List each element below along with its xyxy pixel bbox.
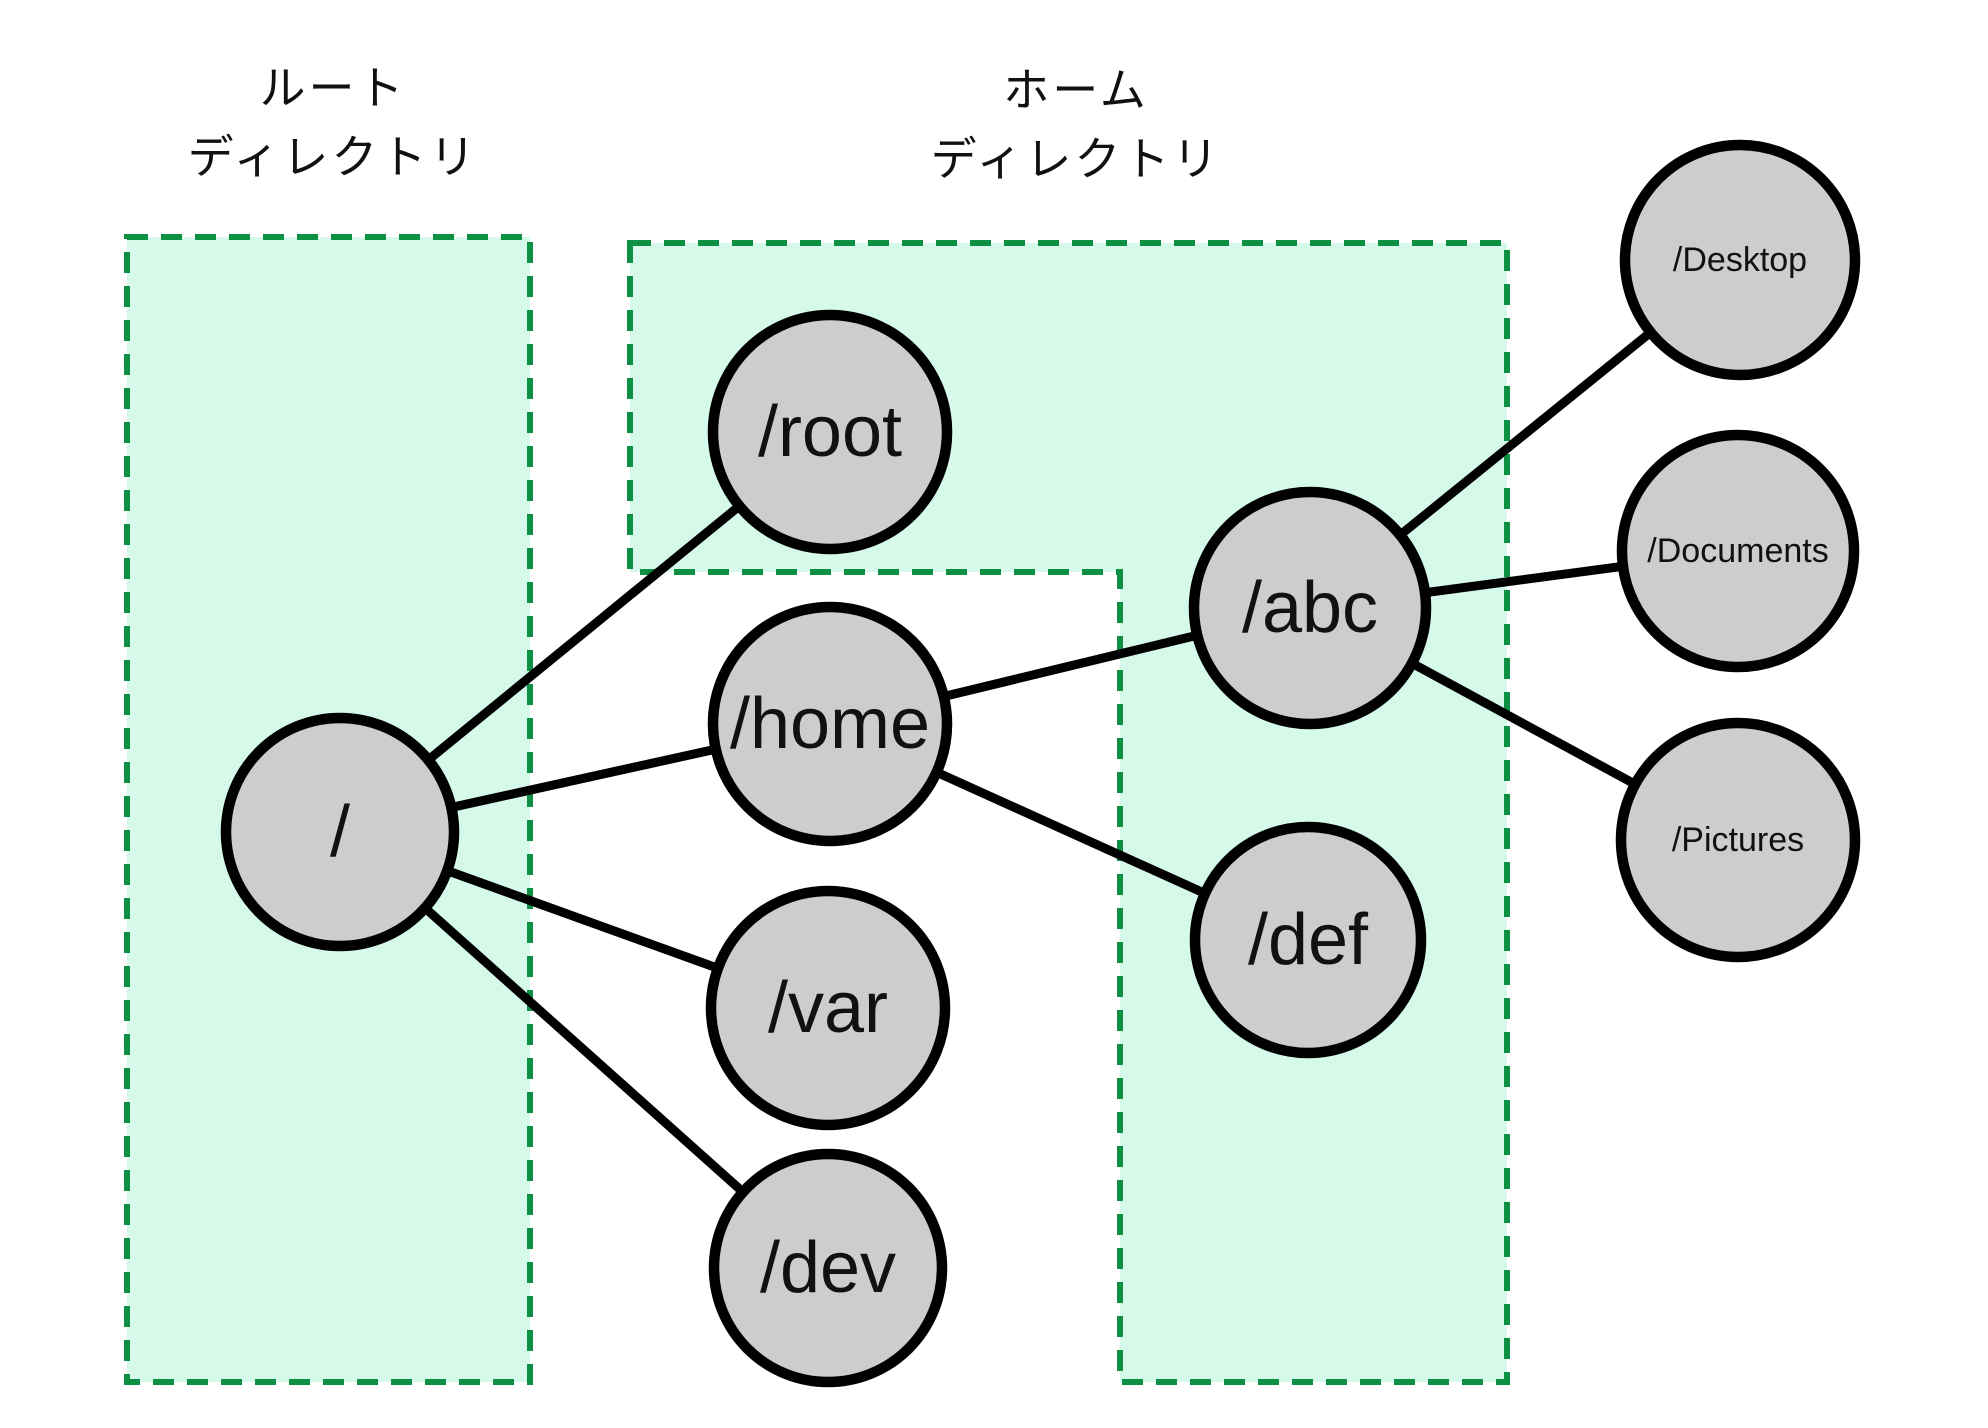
node-circle-documents: [1616, 429, 1860, 673]
node-abc: /abc: [1188, 486, 1432, 730]
node-label-root-home: /root: [758, 392, 902, 472]
node-dev: /dev: [708, 1148, 948, 1388]
node-label-root: /: [330, 792, 350, 872]
node-circle-var: [705, 885, 951, 1131]
node-root-home: /root: [707, 309, 953, 555]
node-def: /def: [1189, 821, 1427, 1059]
node-circle-root-home: [707, 309, 953, 555]
node-circle-home: [707, 601, 953, 847]
node-circle-pictures: [1615, 717, 1861, 963]
node-label-documents: /Documents: [1647, 532, 1828, 570]
node-label-dev: /dev: [760, 1228, 896, 1308]
node-root: /: [220, 712, 460, 952]
node-label-home: /home: [730, 684, 930, 764]
node-desktop: /Desktop: [1619, 139, 1861, 381]
node-circle-abc: [1188, 486, 1432, 730]
node-home: /home: [707, 601, 953, 847]
node-var: /var: [705, 885, 951, 1131]
node-label-desktop: /Desktop: [1673, 241, 1807, 279]
node-label-def: /def: [1248, 900, 1369, 980]
node-documents: /Documents: [1616, 429, 1860, 673]
node-label-abc: /abc: [1242, 568, 1378, 648]
node-pictures: /Pictures: [1615, 717, 1861, 963]
node-circle-desktop: [1619, 139, 1861, 381]
node-circle-def: [1189, 821, 1427, 1059]
node-circle-dev: [708, 1148, 948, 1388]
node-label-pictures: /Pictures: [1672, 821, 1804, 859]
node-label-var: /var: [768, 968, 888, 1048]
node-circle-root: [220, 712, 460, 952]
